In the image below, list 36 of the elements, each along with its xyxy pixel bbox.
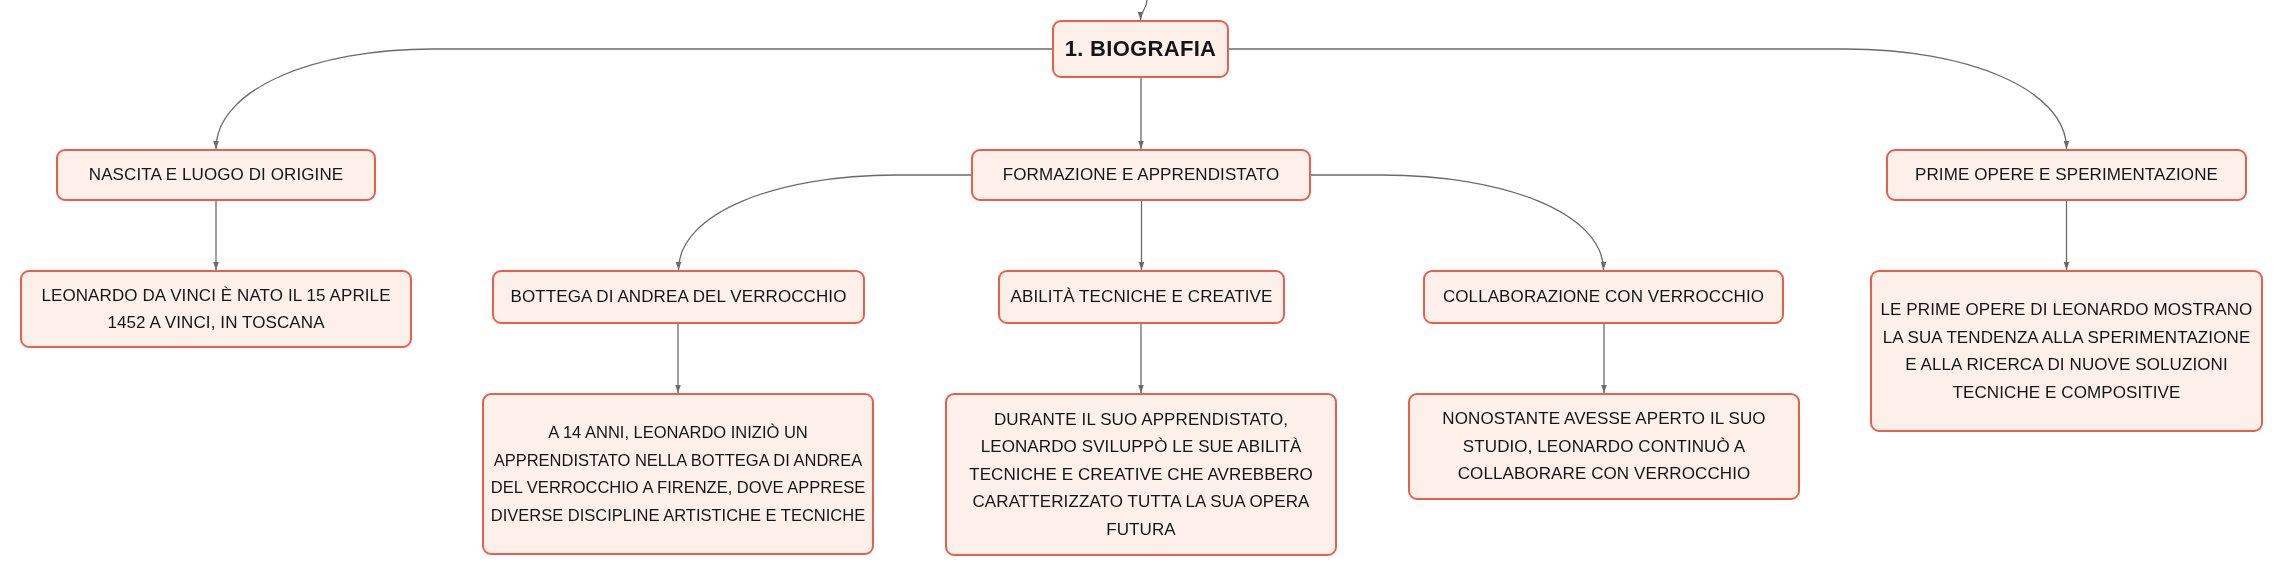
note-box: [945, 393, 1337, 556]
note-text: LEONARDO DA VINCI È NATO IL 15 APRILE 1452 A VINCI, IN TOSCANA: [40, 284, 392, 334]
note-box: [1870, 270, 2263, 432]
subtopic-box: [1423, 270, 1784, 324]
topic-label: PRIME OPERE E SPERIMENTAZIONE: [1914, 164, 2219, 187]
connector-arrow: [214, 48, 1053, 150]
topic-label: BOTTEGA DI ANDREA DEL VERROCCHIO: [509, 286, 848, 309]
topic-label: ABILITÀ TECNICHE E CREATIVE: [1010, 286, 1273, 309]
note-box: [482, 393, 874, 555]
connector-arrow: [1138, 77, 1144, 150]
connector-arrow: [1601, 323, 1607, 394]
note-box: [1408, 393, 1800, 500]
connector-arrow: [1310, 174, 1606, 271]
central-topic-box: [1052, 20, 1229, 78]
topic-box: [971, 149, 1311, 201]
subtopic-box: [492, 270, 865, 324]
note-text: DURANTE IL SUO APPRENDISTATO, LEONARDO SVILUPPÒ LE SUE ABILITÀ TECNICHE E CREATIVE CHE AVREBBERO CARATTERIZZATO TUTTA LA SUA OPERA FUTURA: [968, 408, 1314, 541]
note-text: LE PRIME OPERE DI LEONARDO MOSTRANO LA SUA TENDENZA ALLA SPERIMENTAZIONE E ALLA RICERCA DI NUOVE SOLUZIONI TECNICHE E COMPOSITIVE: [1880, 299, 2253, 404]
connector-arrow: [1228, 48, 2069, 150]
connector-arrow: [675, 323, 681, 394]
topic-label: FORMAZIONE E APPRENDISTATO: [1002, 164, 1280, 187]
topic-box: [56, 149, 376, 201]
note-box: [20, 270, 412, 348]
note-text: NONOSTANTE AVESSE APERTO IL SUO STUDIO, LEONARDO CONTINUÒ A COLLABORARE CON VERROCCHIO: [1441, 408, 1767, 486]
connector-arrow: [676, 174, 972, 271]
connector-arrow: [1138, 200, 1145, 271]
connector-arrow: [213, 200, 219, 271]
topic-title: 1. BIOGRAFIA: [1064, 35, 1217, 63]
subtopic-box: [998, 270, 1285, 324]
topic-box: [1886, 149, 2247, 201]
note-text: A 14 ANNI, LEONARDO INIZIÒ UN APPRENDISTATO NELLA BOTTEGA DI ANDREA DEL VERROCCHIO A FIRENZE, DOVE APPRESE DIVERSE DISCIPLINE ARTISTICHE E TECNICHE: [490, 422, 866, 526]
connector-arrow: [2063, 200, 2070, 271]
topic-label: COLLABORAZIONE CON VERROCCHIO: [1442, 286, 1765, 309]
connector-arrow: [1138, 323, 1144, 394]
topic-label: NASCITA E LUOGO DI ORIGINE: [88, 164, 344, 187]
connector-arrow: [1138, 0, 1148, 21]
